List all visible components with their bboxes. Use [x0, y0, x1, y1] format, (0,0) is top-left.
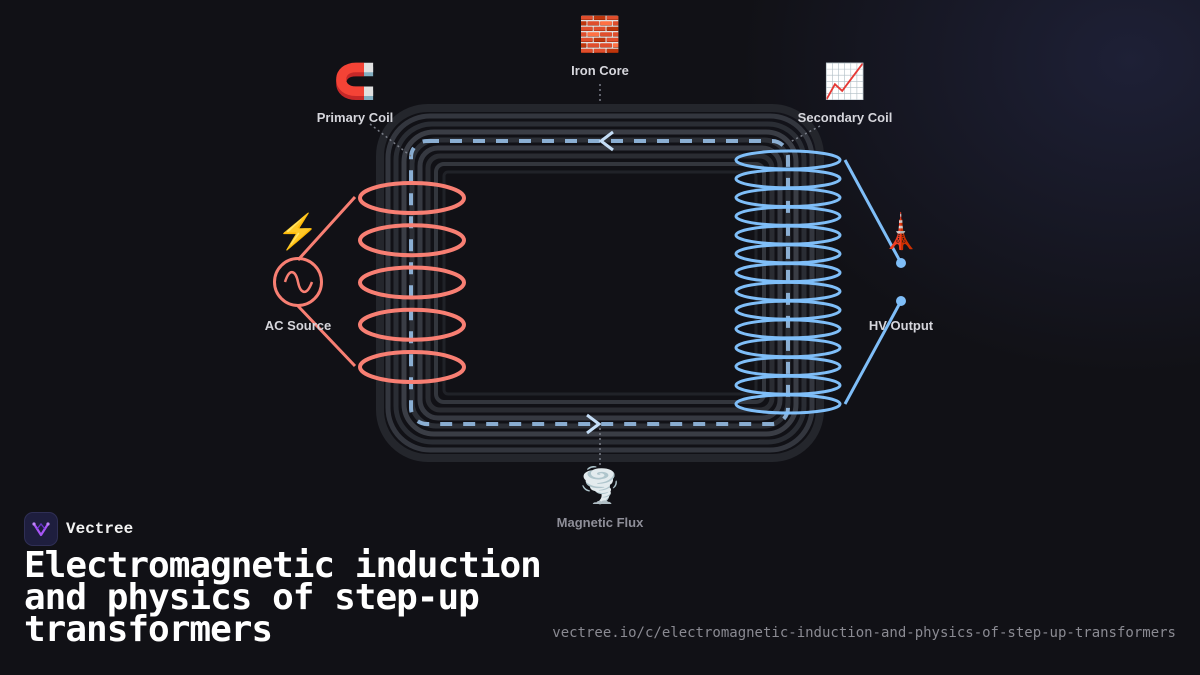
leader-lines: [369, 84, 821, 466]
flux-arrow-top: [598, 130, 614, 152]
hv-output-label: HV Output: [868, 318, 934, 333]
primary-coil-turn: [358, 181, 466, 215]
brand: Vectree: [24, 512, 133, 546]
secondary-coil: [734, 149, 842, 415]
tornado-icon: 🌪️: [578, 467, 622, 505]
vectree-logo-icon: [24, 512, 58, 546]
iron-core: [376, 104, 824, 462]
primary-coil-turn: [358, 350, 466, 384]
magnet-icon: 🧲: [333, 63, 377, 101]
flux-path: [409, 130, 790, 435]
primary-coil-turn: [358, 223, 466, 258]
tower-icon: 🗼: [879, 213, 923, 251]
flux-arrow-bottom: [586, 413, 602, 435]
hv-terminal-top: [896, 258, 906, 268]
source-url: vectree.io/c/electromagnetic-induction-a…: [552, 625, 1176, 641]
primary-coil-turn: [358, 265, 466, 300]
hv-terminal-bottom: [896, 296, 906, 306]
brick-icon: 🧱: [578, 16, 622, 54]
iron-core-label: Iron Core: [571, 63, 629, 78]
primary-coil-turn: [358, 307, 466, 342]
ac-source-wiring: [273, 195, 357, 368]
magnetic-flux-label: Magnetic Flux: [556, 515, 644, 530]
ac-source-label: AC Source: [264, 318, 332, 333]
lightning-icon: ⚡: [276, 213, 320, 251]
secondary-coil-turn: [734, 393, 842, 415]
chart-increasing-icon: 📈: [823, 63, 867, 101]
primary-coil: [358, 181, 466, 384]
brand-name: Vectree: [66, 520, 134, 538]
page-title: Electromagnetic induction and physics of…: [24, 545, 542, 650]
ac-source-symbol: [273, 257, 323, 307]
secondary-coil-label: Secondary Coil: [797, 110, 893, 125]
primary-coil-label: Primary Coil: [316, 110, 394, 125]
hv-output-wiring: [843, 159, 906, 405]
